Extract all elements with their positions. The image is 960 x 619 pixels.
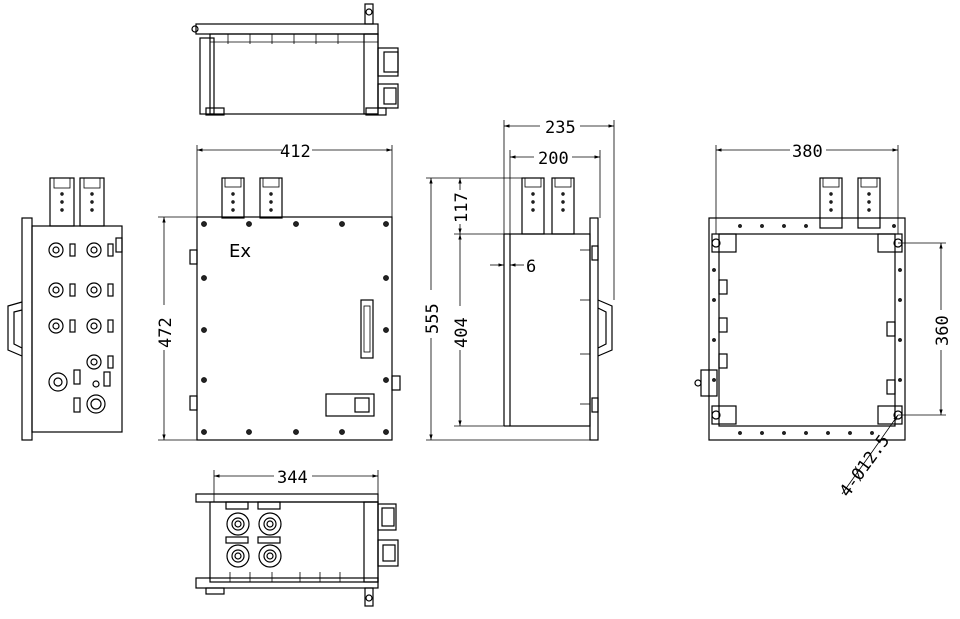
dim-holes-label: 4-Ø12.5 [836,431,894,501]
dim-side-235: 235 [503,118,615,300]
front-view: Ex [189,177,401,441]
dim-344-label: 344 [277,468,308,488]
dim-front-height: 472 [156,216,197,441]
dim-117-label: 117 [452,192,472,223]
side-view [503,177,613,441]
dim-200-label: 200 [538,149,569,169]
ex-marking: Ex [229,241,251,262]
dim-360-label: 360 [933,315,953,346]
dim-side-200: 200 [509,149,601,234]
dim-412-label: 412 [280,142,311,162]
dim-side-6: 6 [490,257,536,277]
dim-235-label: 235 [545,118,576,138]
dim-rear-360: 360 [898,242,953,416]
dim-380-label: 380 [792,142,823,162]
dim-555-label: 555 [423,303,443,334]
dim-472-label: 472 [156,317,176,348]
dim-side-555: 555 [423,177,590,441]
bottom-view [195,493,399,607]
top-view [191,3,399,116]
rear-view [694,177,906,441]
dim-side-117: 117 [452,178,504,235]
left-side-view [7,177,123,441]
dim-mount-holes: 4-Ø12.5 [836,414,899,501]
dim-6-label: 6 [526,257,536,277]
dim-404-label: 404 [452,317,472,348]
dim-front-width: 412 [196,142,393,218]
dim-side-404: 404 [452,234,504,427]
dim-bottom-344: 344 [213,468,379,502]
dim-rear-380: 380 [715,142,899,234]
